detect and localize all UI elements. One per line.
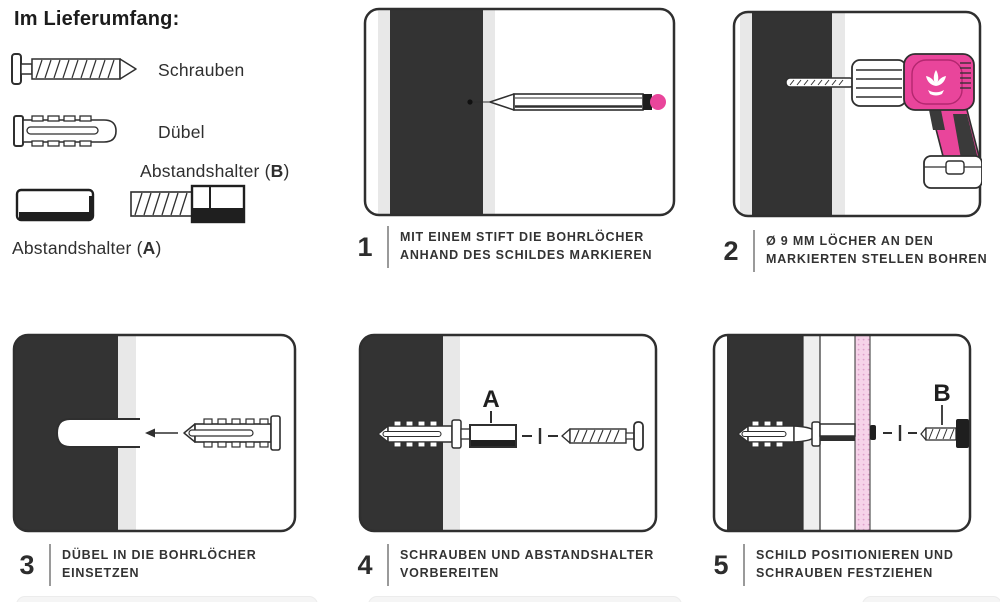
step-2-number: 2	[723, 235, 739, 266]
spacer-a: A	[469, 386, 517, 448]
spacer-b-label: B	[933, 380, 950, 407]
caption-divider	[49, 544, 51, 586]
spacer-a-icon	[15, 188, 95, 222]
step-2-illustration	[732, 10, 982, 218]
spacer-a-with-screw	[819, 423, 856, 441]
dowel-icon	[183, 415, 281, 451]
dowel-icon	[13, 115, 117, 147]
legend-item-abstandshalter-a: Abstandshalter (A)	[12, 238, 162, 258]
caption-divider	[743, 544, 745, 586]
sign-panel	[854, 335, 871, 531]
step-5-text: SCHILD POSITIONIEREN UND SCHRAUBEN FESTZ…	[756, 548, 954, 580]
wall-cross-section	[378, 9, 495, 215]
spacer-a-label: A	[482, 386, 499, 413]
cropped-panel-edge	[16, 596, 318, 602]
step-5-illustration: B	[712, 333, 972, 533]
step-1-number: 1	[357, 231, 373, 262]
step-4-caption: 4 SCHRAUBEN UND ABSTANDSHALTER VORBEREIT…	[352, 544, 654, 586]
step-3-number: 3	[19, 549, 35, 580]
step-2-caption: 2 Ø 9 MM LÖCHER AN DEN MARKIERTEN STELLE…	[718, 230, 987, 272]
dowel-in-wall	[377, 419, 471, 449]
caption-divider	[387, 544, 389, 586]
step-2-text: Ø 9 MM LÖCHER AN DEN MARKIERTEN STELLEN …	[766, 234, 988, 266]
screw-icon	[11, 53, 137, 85]
spacer-b-icon	[130, 184, 246, 224]
insert-arrow-icon	[145, 428, 178, 438]
drill-vents	[960, 62, 971, 89]
step-3-caption: 3 DÜBEL IN DIE BOHRLÖCHER EINSETZEN	[14, 544, 257, 586]
step-3-text: DÜBEL IN DIE BOHRLÖCHER EINSETZEN	[62, 548, 257, 580]
step-1-caption: 1 MIT EINEM STIFT DIE BOHRLÖCHER ANHAND …	[352, 226, 652, 268]
legend-item-abstandshalter-b: Abstandshalter (B)	[140, 161, 290, 181]
step-4-number: 4	[357, 549, 373, 580]
wall-cross-section	[740, 12, 845, 216]
step-1-illustration	[363, 7, 676, 217]
caption-divider	[387, 226, 389, 268]
step-5-caption: 5 SCHILD POSITIONIEREN UND SCHRAUBEN FES…	[708, 544, 954, 586]
legend-item-schrauben: Schrauben	[158, 60, 245, 80]
screw-icon	[561, 421, 644, 451]
step-1-text: MIT EINEM STIFT DIE BOHRLÖCHER ANHAND DE…	[400, 230, 653, 262]
spacer-b-screw-icon: B	[920, 380, 969, 448]
cropped-panel-edge	[862, 596, 1000, 602]
dowel-in-wall	[737, 420, 821, 448]
legend-item-duebel: Dübel	[158, 122, 205, 142]
screw-hole-mark	[870, 425, 876, 440]
assembly-dashes	[522, 428, 558, 444]
caption-divider	[753, 230, 755, 272]
legend-title: Im Lieferumfang:	[14, 8, 180, 30]
cropped-panel-edge	[368, 596, 682, 602]
step-5-number: 5	[713, 549, 729, 580]
step-3-illustration	[12, 333, 297, 533]
drill-icon	[785, 53, 982, 189]
step-4-text: SCHRAUBEN UND ABSTANDSHALTER VORBEREITEN	[400, 548, 655, 580]
assembly-dashes	[883, 425, 917, 441]
drilled-hole	[55, 418, 140, 448]
drill-logo-icon	[926, 70, 946, 96]
pencil-icon	[467, 93, 666, 111]
step-4-illustration: A	[358, 333, 658, 533]
